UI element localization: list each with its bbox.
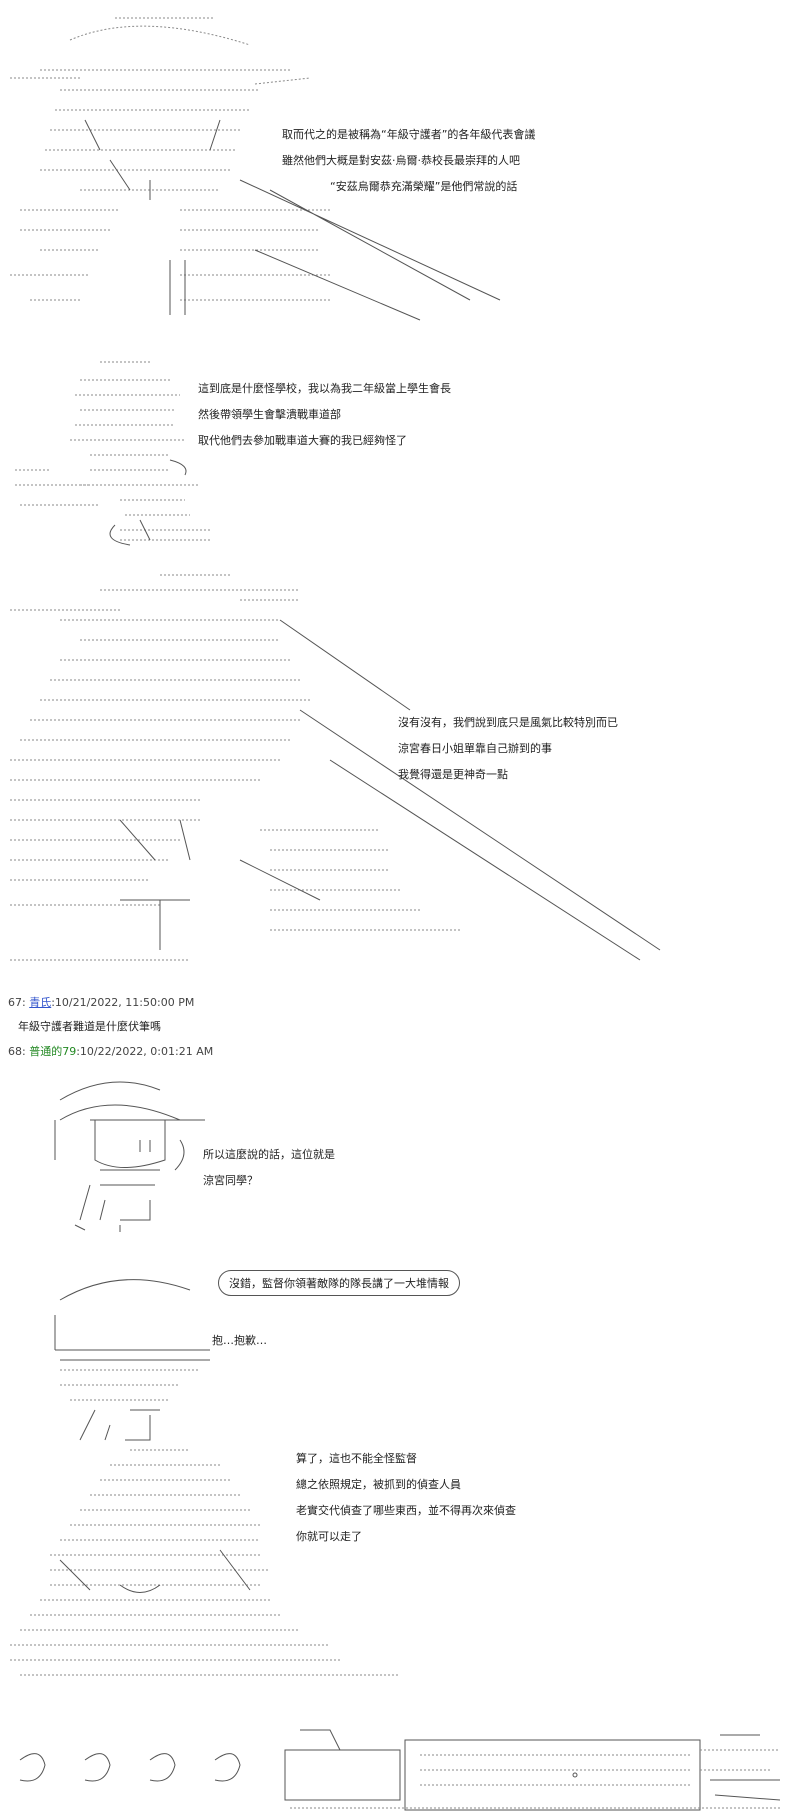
post-timestamp: :10/21/2022, 11:50:00 PM (51, 996, 195, 1009)
poster-name-link[interactable]: 青氏 (29, 996, 52, 1009)
panel-5: 沒錯，監督你領著敵隊的隊長講了一大堆情報 抱…抱歉… (0, 1250, 800, 1441)
ascii-art-tank-scene (19, 1729, 781, 1811)
panel-2: 這到底是什麼怪學校，我以為我二年級當上學生會長 然後帶領學生會擊潰戰車道部 取代… (0, 340, 800, 550)
panel-3: 沒有沒有，我們說到底只是風氣比較特別而已 涼宮春日小姐單靠自己辦到的事 我覺得還… (0, 560, 800, 980)
ascii-art-helmet-character (54, 1081, 205, 1232)
dialogue-line: 涼宮同學？ (203, 1174, 258, 1187)
ascii-art-helmet-character-2 (54, 1279, 210, 1441)
dialogue-line: 總之依照規定，被抓到的偵查人員 (296, 1478, 461, 1491)
bubble-text: 沒錯，監督你領著敵隊的隊長講了一大堆情報 (229, 1277, 449, 1290)
panel-7 (0, 1720, 800, 1814)
narration-line: “安茲烏爾恭充滿榮耀”是他們常說的話 (330, 180, 518, 193)
narration-line: 這到底是什麼怪學校，我以為我二年級當上學生會長 (198, 382, 451, 395)
narration-line: 雖然他們大概是對安茲·烏爾·恭校長最崇拜的人吧 (282, 154, 520, 167)
post-body-67: 年級守護者難道是什麼伏筆嗎 (18, 1020, 161, 1033)
dialogue-line: 涼宮春日小姐單靠自己辦到的事 (398, 742, 552, 755)
narration-line: 取代他們去參加戰車道大賽的我已經夠怪了 (198, 434, 407, 447)
narration-line: 然後帶領學生會擊潰戰車道部 (198, 408, 341, 421)
dialogue-line: 算了，這也不能全怪監督 (296, 1452, 417, 1465)
post-number: 68 (8, 1045, 22, 1058)
speech-bubble: 沒錯，監督你領著敵隊的隊長講了一大堆情報 (218, 1270, 460, 1296)
panel-4: 所以這麼說的話，這位就是 涼宮同學？ (0, 1060, 800, 1240)
dialogue-line: 我覺得還是更神奇一點 (398, 768, 508, 781)
dialogue-line: 沒有沒有，我們說到底只是風氣比較特別而已 (398, 716, 618, 729)
post-header-67: 67: 青氏:10/21/2022, 11:50:00 PM (8, 996, 195, 1009)
post-header-68: 68: 普通的79:10/22/2022, 0:01:21 AM (8, 1045, 214, 1058)
post-number: 67 (8, 996, 22, 1009)
dialogue-line: 老實交代偵查了哪些東西，並不得再次來偵查 (296, 1504, 516, 1517)
panel-1: 取而代之的是被稱為“年級守護者”的各年級代表會議 雖然他們大概是對安茲·烏爾·恭… (0, 0, 800, 330)
narration-line: 取而代之的是被稱為“年級守護者”的各年級代表會議 (282, 128, 536, 141)
panel-6: 算了，這也不能全怪監督 總之依照規定，被抓到的偵查人員 老實交代偵查了哪些東西，… (0, 1440, 800, 1690)
ascii-art-cap-girl (10, 1449, 400, 1676)
ascii-art-student-council-president (15, 361, 210, 546)
post-timestamp: :10/22/2022, 0:01:21 AM (76, 1045, 214, 1058)
reply-text: 抱…抱歉… (212, 1334, 267, 1347)
ascii-art-long-hair-girl (10, 574, 661, 961)
dialogue-line: 你就可以走了 (296, 1530, 362, 1543)
ascii-art-hat-girl (10, 17, 501, 321)
poster-name: 普通的79 (29, 1045, 77, 1058)
dialogue-line: 所以這麼說的話，這位就是 (203, 1148, 335, 1161)
